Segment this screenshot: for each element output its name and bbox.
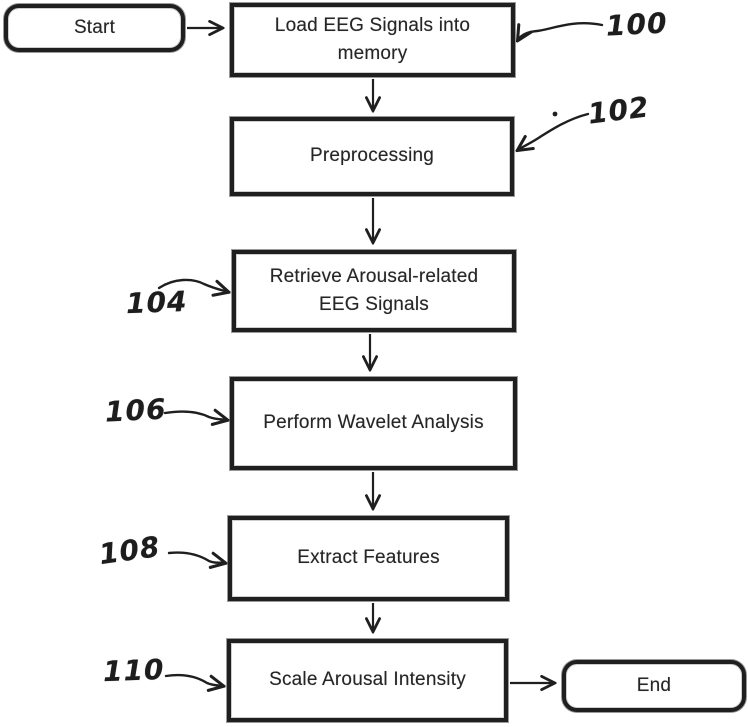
ref-label-100: 100 xyxy=(605,6,669,43)
ref-label-106: 106 xyxy=(104,392,168,429)
leader-ref-108 xyxy=(167,551,225,563)
node-preprocessing: Preprocessing xyxy=(230,117,514,196)
node-end-label: End xyxy=(636,674,672,696)
ref-label-104: 104 xyxy=(125,284,189,321)
ref-label-102: 102 xyxy=(586,90,652,131)
node-scale-arousal: Scale Arousal Intensity xyxy=(227,639,508,722)
node-preprocessing-label: Preprocessing xyxy=(309,145,435,167)
node-start-label: Start xyxy=(73,16,116,38)
node-extract-features: Extract Features xyxy=(228,516,509,601)
leader-ref-102 xyxy=(518,112,590,150)
leader-ref-106 xyxy=(163,412,227,420)
node-load-eeg: Load EEG Signals into memory xyxy=(230,3,515,77)
leader-ref-100 xyxy=(518,22,604,40)
node-retrieve-arousal: Retrieve Arousal-related EEG Signals xyxy=(232,250,516,332)
ref-label-110: 110 xyxy=(102,652,166,689)
node-wavelet-analysis: Perform Wavelet Analysis xyxy=(230,377,517,470)
node-load-eeg-label: Load EEG Signals into memory xyxy=(274,14,471,65)
node-start: Start xyxy=(4,4,185,52)
leader-ref-110 xyxy=(164,673,223,686)
node-scale-arousal-label: Scale Arousal Intensity xyxy=(269,669,466,691)
ref-label-108: 108 xyxy=(97,529,163,572)
node-extract-features-label: Extract Features xyxy=(297,547,440,569)
node-retrieve-arousal-label: Retrieve Arousal-related EEG Signals xyxy=(269,265,479,316)
stray-ink-dot xyxy=(552,111,558,117)
node-end: End xyxy=(562,660,746,712)
node-wavelet-analysis-label: Perform Wavelet Analysis xyxy=(263,412,484,434)
